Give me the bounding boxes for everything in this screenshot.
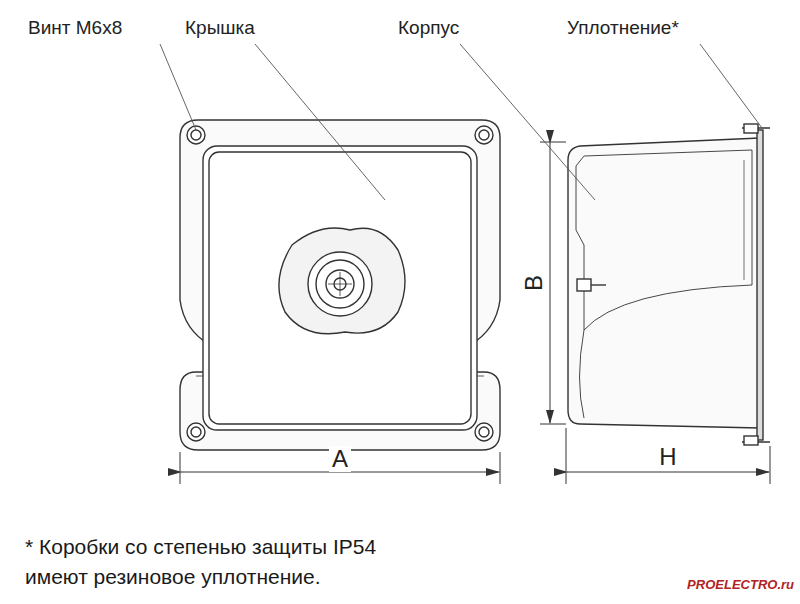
dimension-label: B — [521, 272, 547, 294]
dimension-lines — [180, 142, 770, 484]
dimension-label: H — [656, 444, 679, 470]
part-label: Крышка — [185, 17, 255, 39]
part-label: Корпус — [398, 17, 459, 39]
dimension-label: A — [329, 446, 351, 472]
front-view — [180, 120, 500, 450]
part-label: Винт М6х8 — [28, 17, 122, 39]
part-label: Уплотнение* — [567, 17, 679, 39]
watermark: PROELECTRO.ru — [687, 574, 794, 596]
footnote: * Коробки со степенью защиты IP54 имеют … — [25, 532, 415, 592]
side-view — [568, 124, 770, 445]
leader-lines — [160, 44, 762, 200]
